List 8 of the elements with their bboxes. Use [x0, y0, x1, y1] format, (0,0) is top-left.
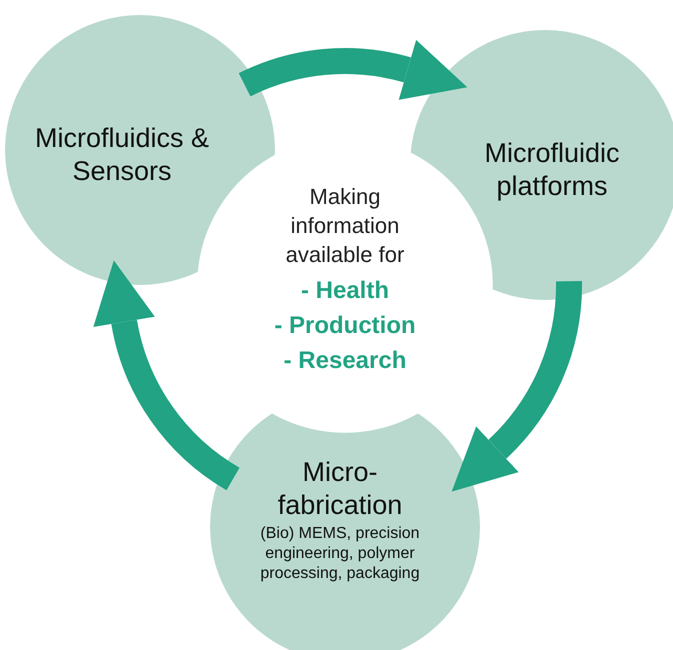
stage-title: Microfluidic platforms	[484, 137, 620, 203]
center-text: Making information available for	[284, 183, 406, 269]
focus-item: - Health	[300, 276, 389, 306]
stage-description: (Bio) MEMS, precision engineering, polymer processing, packaging	[259, 524, 421, 584]
focus-item: - Research	[284, 346, 406, 376]
stage-title: Micro- fabrication	[276, 456, 404, 522]
stage-title: Microfluidics & Sensors	[34, 122, 210, 188]
focus-item: - Production	[274, 311, 416, 341]
